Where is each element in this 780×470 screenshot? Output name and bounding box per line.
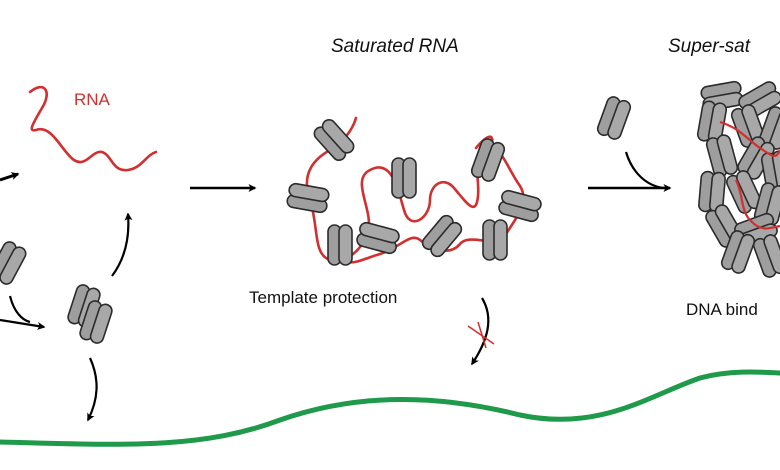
protein-icon bbox=[469, 136, 507, 184]
red-x-icon bbox=[467, 321, 495, 349]
dna-strand bbox=[0, 369, 780, 447]
arrow-binding-left bbox=[0, 318, 46, 330]
protein-icon bbox=[285, 181, 331, 215]
protein-icon bbox=[496, 188, 544, 224]
blocked-arrow bbox=[471, 297, 490, 366]
protein-icon bbox=[0, 238, 29, 288]
free-rna-strand bbox=[28, 85, 158, 172]
protein-icon bbox=[327, 224, 353, 266]
protein-icon bbox=[482, 219, 508, 261]
protein-icon bbox=[419, 212, 465, 260]
arrow-protein-joining bbox=[624, 151, 665, 190]
saturated-rna-strand bbox=[305, 116, 525, 264]
arrow-curved-down bbox=[8, 295, 31, 324]
arrow-dimer-to-rna bbox=[111, 212, 133, 277]
saturated-rna-title: Saturated RNA bbox=[331, 36, 459, 57]
protein-icon bbox=[310, 116, 358, 164]
rna-label: RNA bbox=[74, 90, 110, 109]
protein-icon bbox=[391, 157, 417, 199]
super-saturated-title: Super-sat bbox=[668, 36, 751, 57]
protein-icon bbox=[595, 94, 633, 142]
arrow-left-edge bbox=[0, 172, 20, 182]
template-protection-label: Template protection bbox=[249, 288, 398, 307]
dna-binding-label: DNA bind bbox=[686, 300, 758, 319]
super-saturated-cluster bbox=[695, 78, 780, 280]
arrow-dimer-to-dna bbox=[87, 357, 98, 422]
protein-icon bbox=[354, 220, 402, 256]
